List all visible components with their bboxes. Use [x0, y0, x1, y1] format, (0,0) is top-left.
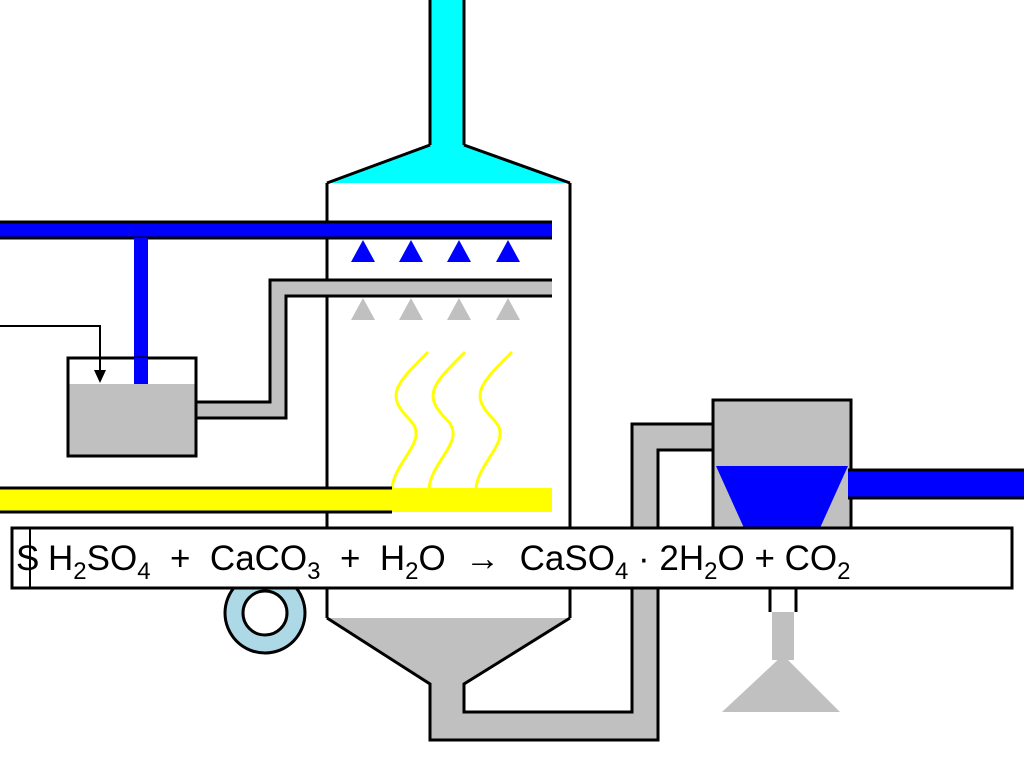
water-header-pipe — [0, 220, 552, 383]
equation-subscript: 2 — [405, 558, 418, 585]
slurry-feed-pipe — [196, 278, 552, 420]
clean-gas-stack — [326, 0, 571, 185]
equation-term: + CaCO — [151, 539, 308, 578]
limestone-slurry-tank — [0, 325, 198, 458]
equation-term: + H — [321, 539, 406, 578]
gypsum-slurry-pipe — [428, 422, 714, 742]
reaction-equation: H2SO4 + CaCO3 + H2O → CaSO4 · 2H2O + CO2 — [48, 539, 851, 585]
slurry-spray-nozzles — [351, 298, 520, 320]
reaction-equation-box: S H2SO4 + CaCO3 + H2O → CaSO4 · 2H2O + C… — [10, 526, 1014, 590]
equation-subscript: 4 — [615, 558, 628, 585]
equation-subscript: 3 — [307, 558, 320, 585]
equation-subscript: 4 — [137, 558, 150, 585]
gypsum-separator — [711, 398, 1024, 712]
equation-subscript: 2 — [837, 558, 850, 585]
absorber-tower — [325, 183, 572, 740]
equation-term: SO — [87, 539, 138, 578]
equation-term: O + CO — [718, 539, 838, 578]
obscured-character: S — [16, 539, 39, 578]
blower — [223, 571, 307, 655]
flue-gas-inlet-pipe — [0, 486, 552, 514]
equation-subscript: 2 — [704, 558, 717, 585]
water-spray-nozzles — [351, 240, 520, 262]
equation-term: · 2H — [628, 539, 704, 578]
rising-flue-gas — [390, 350, 514, 489]
equation-term: O → CaSO — [419, 539, 615, 578]
equation-subscript: 2 — [73, 558, 86, 585]
equation-term: H — [48, 539, 73, 578]
